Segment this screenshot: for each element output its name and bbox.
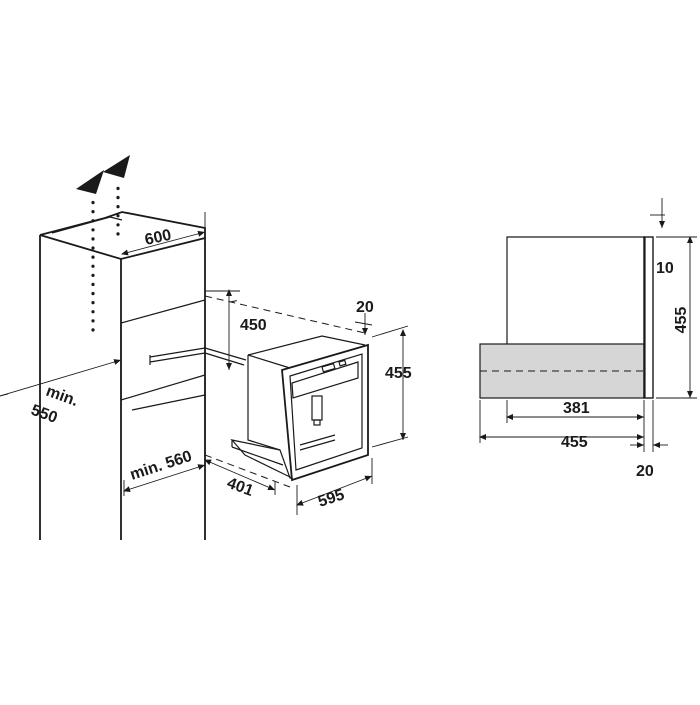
left-view-dimensions: [0, 212, 409, 515]
vent-arrow-left-icon: [76, 170, 104, 194]
dim-niche-height-label: 450: [240, 317, 267, 334]
dim-top-gap-label: 10: [656, 260, 674, 277]
dim-front-thickness-label: 20: [636, 463, 654, 480]
dim-depth-min-label-line2: 550: [29, 402, 60, 427]
front-panel: [643, 236, 654, 399]
dim-inner-depth-label: 381: [563, 400, 590, 417]
dim-front-offset-label: 20: [356, 299, 374, 316]
side-section-view: [479, 236, 654, 399]
dim-appliance-depth-label: 401: [225, 475, 256, 500]
vent-arrow-right-icon: [103, 155, 130, 178]
dim-total-depth-label: 455: [561, 434, 588, 451]
cabinet-tall-unit: [39, 211, 206, 540]
left-view-labels: 600 min. 550 min. 560 450 20 455 401 595: [29, 227, 412, 511]
dim-cabinet-width-label: 600: [143, 227, 173, 249]
ventilation-arrows: [76, 155, 130, 332]
right-view-dimensions: [479, 198, 697, 452]
right-view-labels: 10 455 381 455 20: [561, 260, 690, 480]
dim-depth-min-label-line1: min.: [44, 383, 81, 410]
dim-appliance-height-label: 455: [385, 365, 412, 382]
cabinet-niche: [120, 299, 247, 460]
coffee-machine-appliance: [230, 335, 369, 482]
dim-appliance-width-label: 595: [316, 486, 347, 510]
dim-height-label: 455: [673, 307, 690, 334]
dim-niche-width-label: min. 560: [128, 448, 194, 484]
